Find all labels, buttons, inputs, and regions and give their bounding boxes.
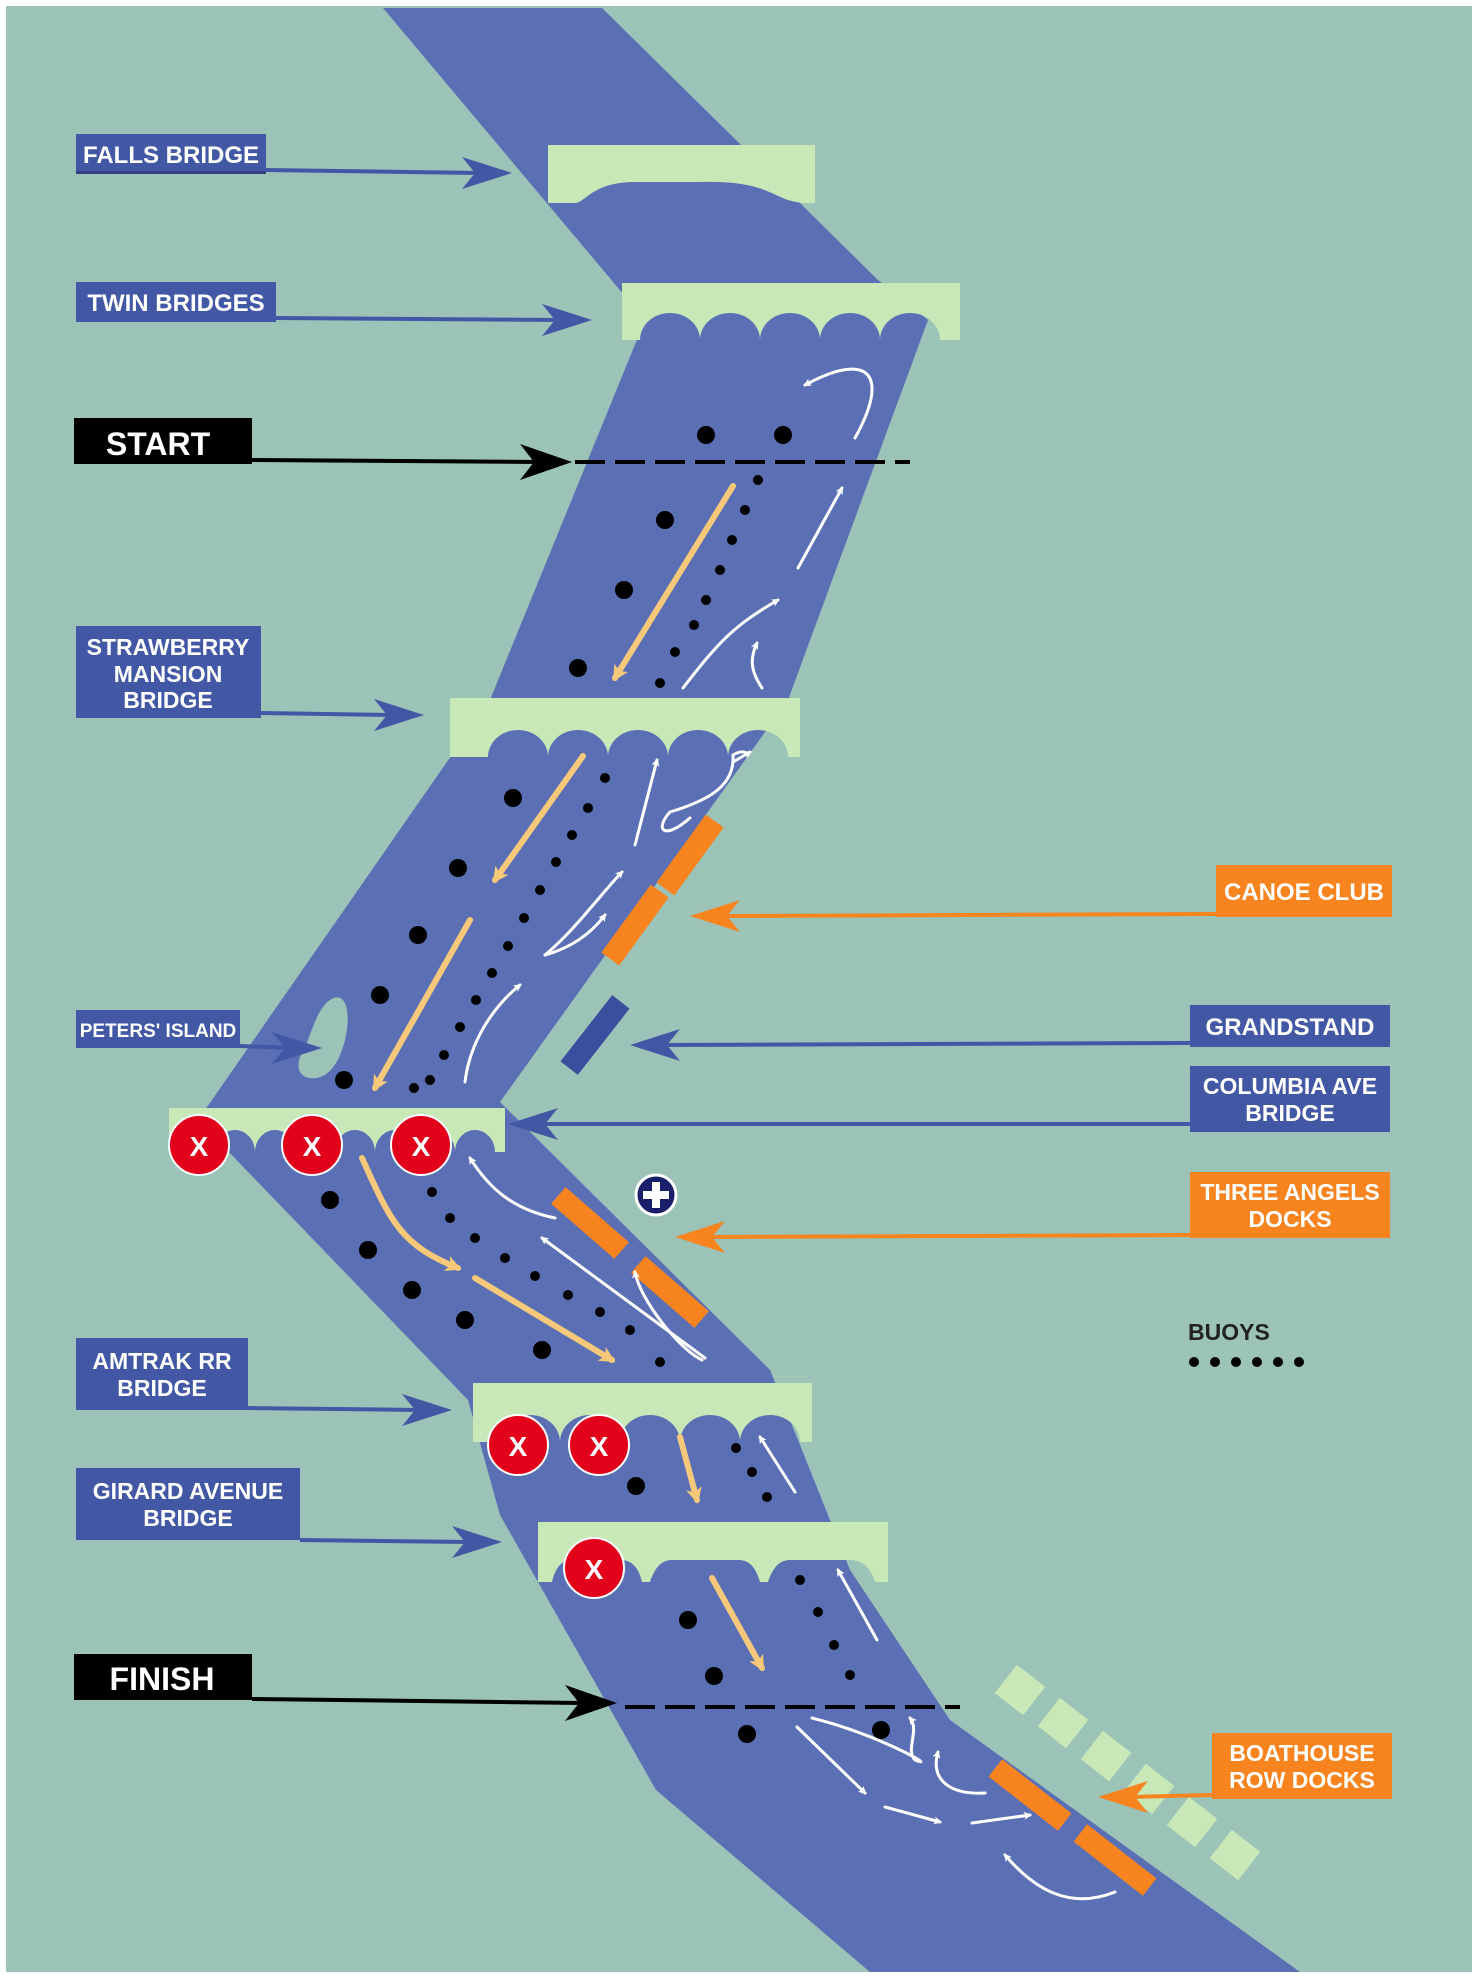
svg-text:TWIN BRIDGES: TWIN BRIDGES (87, 290, 264, 317)
svg-text:FALLS BRIDGE: FALLS BRIDGE (83, 142, 259, 169)
svg-text:BRIDGE: BRIDGE (117, 1375, 206, 1401)
strawberry-mansion-bridge-structure (450, 698, 800, 757)
label-girard-avenue-bridge: GIRARD AVENUE BRIDGE (76, 1468, 502, 1558)
svg-text:DOCKS: DOCKS (1248, 1206, 1331, 1232)
svg-text:BOATHOUSE: BOATHOUSE (1229, 1740, 1374, 1766)
label-twin-bridges: TWIN BRIDGES (76, 282, 592, 336)
label-start: START (74, 418, 572, 480)
buoys-legend: BUOYS (1188, 1319, 1304, 1367)
closed-x-icon: X (563, 1537, 625, 1599)
svg-text:BRIDGE: BRIDGE (123, 687, 212, 713)
closed-x-icon: X (568, 1414, 630, 1476)
label-finish: FINISH (74, 1654, 617, 1721)
hazard-dots (321, 426, 890, 1743)
svg-text:X: X (590, 1431, 609, 1462)
grandstand-marker (560, 995, 630, 1075)
svg-text:MANSION: MANSION (114, 661, 223, 687)
boathouse-row-docks (988, 1759, 1157, 1896)
closed-x-icon: X (390, 1114, 452, 1176)
amtrak-rr-bridge-structure (473, 1383, 812, 1442)
peters-island (298, 997, 348, 1079)
race-course-arrows (359, 483, 765, 1672)
schuylkill-river (198, 8, 1300, 1972)
svg-text:THREE ANGELS: THREE ANGELS (1200, 1179, 1379, 1205)
svg-text:BUOYS: BUOYS (1188, 1319, 1270, 1345)
falls-bridge-structure (548, 145, 815, 204)
svg-text:GIRARD AVENUE: GIRARD AVENUE (93, 1478, 283, 1504)
closed-x-icon: X (168, 1114, 230, 1176)
svg-text:PETERS' ISLAND: PETERS' ISLAND (80, 1021, 237, 1042)
first-aid-cross-icon (634, 1173, 678, 1217)
label-peters-island: PETERS' ISLAND (76, 1010, 322, 1064)
svg-text:X: X (190, 1131, 209, 1162)
label-falls-bridge: FALLS BRIDGE (76, 134, 512, 189)
girard-avenue-bridge-structure (538, 1522, 888, 1582)
svg-text:BRIDGE: BRIDGE (143, 1505, 232, 1531)
return-course-arrows (463, 367, 1117, 1901)
svg-text:GRANDSTAND: GRANDSTAND (1206, 1014, 1375, 1041)
svg-text:COLUMBIA AVE: COLUMBIA AVE (1203, 1073, 1377, 1099)
label-canoe-club: CANOE CLUB (690, 865, 1392, 932)
svg-text:FINISH: FINISH (110, 1661, 215, 1697)
svg-text:X: X (303, 1131, 322, 1162)
twin-bridges-structure (622, 283, 960, 340)
closed-x-icon: X (281, 1114, 343, 1176)
buoy-lines (409, 475, 855, 1680)
label-grandstand: GRANDSTAND (630, 1005, 1390, 1061)
svg-text:CANOE CLUB: CANOE CLUB (1224, 879, 1384, 906)
label-strawberry-mansion-bridge: STRAWBERRY MANSION BRIDGE (76, 626, 424, 731)
svg-text:START: START (106, 426, 211, 462)
closed-x-icon: X (487, 1414, 549, 1476)
svg-text:X: X (585, 1554, 604, 1585)
canoe-club-docks (601, 814, 724, 966)
label-amtrak-rr-bridge: AMTRAK RR BRIDGE (76, 1338, 452, 1426)
label-columbia-ave-bridge: COLUMBIA AVE BRIDGE (508, 1066, 1390, 1140)
svg-text:X: X (412, 1131, 431, 1162)
label-boathouse-row-docks: BOATHOUSE ROW DOCKS (1098, 1733, 1392, 1813)
svg-text:ROW DOCKS: ROW DOCKS (1229, 1767, 1375, 1793)
svg-text:AMTRAK RR: AMTRAK RR (92, 1348, 232, 1374)
svg-text:X: X (509, 1431, 528, 1462)
svg-text:BRIDGE: BRIDGE (1245, 1100, 1334, 1126)
label-three-angels-docks: THREE ANGELS DOCKS (675, 1172, 1390, 1253)
buoy-dot-icon (1189, 1357, 1304, 1367)
three-angels-docks (551, 1187, 709, 1328)
svg-text:STRAWBERRY: STRAWBERRY (87, 634, 250, 660)
closed-arches: X X X X X X (168, 1114, 630, 1599)
